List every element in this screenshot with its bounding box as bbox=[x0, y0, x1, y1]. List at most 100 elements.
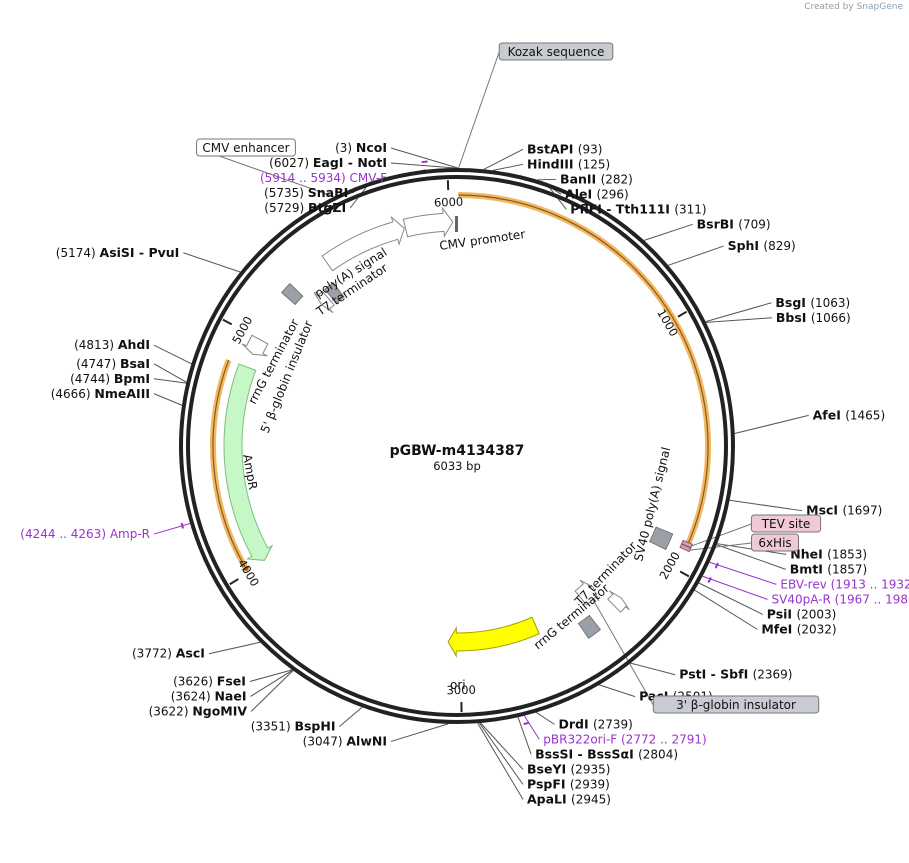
feature-rrng-terminator bbox=[577, 614, 602, 639]
tick-label: 3000 bbox=[446, 683, 476, 698]
backbone-inner-ring bbox=[186, 175, 728, 717]
enzyme-position: (4666) bbox=[51, 387, 95, 401]
enzyme-position: (3626) bbox=[173, 674, 217, 688]
enzyme-label: AleI (296) bbox=[565, 186, 629, 201]
enzyme-name: BpmI bbox=[114, 371, 150, 386]
enzyme-label: ApaLI (2945) bbox=[527, 791, 611, 806]
primer-label: SV40pA-R (1967 .. 1986) bbox=[772, 592, 909, 606]
leader-line bbox=[537, 178, 557, 181]
enzyme-label: (6027) EagI - NotI bbox=[269, 155, 387, 170]
leader-line bbox=[599, 684, 636, 698]
enzyme-label: MfeI (2032) bbox=[761, 621, 836, 636]
backbone bbox=[179, 168, 735, 724]
enzyme-position: (4813) bbox=[74, 338, 118, 352]
leader-line bbox=[153, 363, 187, 383]
primer-range: (1967 .. 1986) bbox=[835, 592, 909, 606]
enzyme-position: (2739) bbox=[593, 717, 633, 731]
enzyme-label: BstAPI (93) bbox=[527, 141, 602, 156]
enzyme-label: (5735) SnaBI bbox=[264, 185, 348, 200]
enzyme-position: (296) bbox=[596, 187, 628, 201]
enzyme-label: BmtI (1857) bbox=[790, 561, 867, 576]
enzyme-name: BsaI bbox=[120, 356, 150, 371]
enzyme-name: NmeAIII bbox=[94, 386, 150, 401]
enzyme-name: FseI bbox=[217, 673, 246, 688]
feature-cmv-promoter bbox=[402, 206, 454, 239]
orf-line bbox=[458, 194, 709, 548]
tick-mark bbox=[222, 318, 233, 326]
enzyme-label: NheI (1853) bbox=[790, 546, 867, 561]
enzyme-position: (3622) bbox=[149, 704, 193, 718]
enzyme-label: (3351) BspHI bbox=[251, 718, 336, 733]
primer-mark bbox=[421, 160, 428, 164]
tick-label: 4000 bbox=[235, 557, 262, 589]
enzyme-position: (829) bbox=[763, 239, 795, 253]
enzyme-position: (93) bbox=[578, 142, 603, 156]
tick-mark bbox=[677, 310, 688, 318]
enzyme-name: ApaLI bbox=[527, 791, 571, 806]
enzyme-name: NaeI bbox=[214, 688, 246, 703]
site-labels: BstAPI (93)HindIII (125)BanII (282)AleI … bbox=[20, 140, 909, 806]
enzyme-name: NgoMIV bbox=[192, 703, 247, 718]
leader-line bbox=[705, 302, 772, 323]
leader-line bbox=[535, 712, 555, 725]
leader-line bbox=[208, 641, 261, 655]
features bbox=[223, 206, 693, 658]
primer-mark bbox=[523, 721, 530, 726]
primer-label: pBR322ori-F (2772 .. 2791) bbox=[543, 732, 706, 746]
box-leader-line bbox=[457, 51, 500, 171]
leader-line bbox=[734, 414, 809, 434]
enzyme-label: (4747) BsaI bbox=[76, 356, 150, 371]
label-leaders bbox=[153, 51, 809, 800]
enzyme-position: (3772) bbox=[132, 647, 176, 661]
enzyme-label: MscI (1697) bbox=[806, 503, 882, 518]
primer-range: (5914 .. 5934) bbox=[260, 171, 350, 185]
enzyme-position: (5729) bbox=[264, 201, 308, 215]
enzyme-label: BanII (282) bbox=[560, 171, 633, 186]
enzyme-position: (2032) bbox=[797, 622, 837, 636]
enzyme-position: (1857) bbox=[827, 562, 867, 576]
enzyme-name: MfeI bbox=[761, 621, 796, 636]
enzyme-position: (5174) bbox=[56, 246, 100, 260]
enzyme-label: DrdI (2739) bbox=[558, 716, 632, 731]
enzyme-position: (709) bbox=[738, 217, 770, 231]
leader-line bbox=[153, 344, 192, 365]
feature-3-globin-insulator bbox=[574, 579, 600, 606]
tick-mark bbox=[679, 570, 690, 578]
enzyme-label: BseYI (2935) bbox=[527, 761, 610, 776]
feature-t7-terminator bbox=[607, 590, 630, 613]
primer-label: (5914 .. 5934) CMV-F bbox=[260, 171, 387, 185]
feature-t7-terminator bbox=[313, 290, 335, 314]
feature-poly-a-signal bbox=[324, 281, 345, 304]
primer-range: (2772 .. 2791) bbox=[621, 732, 707, 746]
enzyme-label: (5729) BtgZI bbox=[264, 200, 346, 215]
enzyme-label: (3047) AlwNI bbox=[303, 733, 387, 748]
enzyme-label: (4666) NmeAIII bbox=[51, 386, 150, 401]
enzyme-label: PsiI (2003) bbox=[767, 606, 837, 621]
enzyme-label: (3626) FseI bbox=[173, 673, 246, 688]
enzyme-label: PstI - SbfI (2369) bbox=[679, 667, 792, 682]
feature-ori bbox=[447, 616, 540, 658]
primer-name: pBR322ori-F bbox=[543, 732, 621, 746]
enzyme-position: (2945) bbox=[571, 792, 611, 806]
plasmid-size: 6033 bp bbox=[433, 459, 481, 473]
boxed-label-frame bbox=[498, 42, 614, 61]
orf-line bbox=[212, 359, 248, 571]
orf-band bbox=[458, 192, 712, 549]
enzyme-name: MscI bbox=[806, 503, 842, 518]
tick-label: 6000 bbox=[434, 195, 464, 210]
enzyme-label: PflFI - Tth111I (311) bbox=[570, 201, 706, 216]
enzyme-position: (2939) bbox=[570, 777, 610, 791]
primer-label: (4244 .. 4263) Amp-R bbox=[20, 527, 150, 541]
enzyme-position: (4744) bbox=[70, 372, 114, 386]
leader-line bbox=[390, 162, 456, 169]
feature-label-cmv-promoter: CMV promoter bbox=[438, 227, 526, 253]
enzyme-position: (1853) bbox=[827, 547, 867, 561]
enzyme-name: BanII bbox=[560, 171, 601, 186]
enzyme-label: (3772) AscI bbox=[132, 646, 205, 661]
enzyme-name: AhdI bbox=[118, 337, 150, 352]
leader-line bbox=[250, 669, 293, 697]
leader-line bbox=[339, 706, 363, 727]
enzyme-name: BssSI - BssSαI bbox=[535, 746, 638, 761]
feature-label-ori: ori bbox=[450, 678, 466, 692]
